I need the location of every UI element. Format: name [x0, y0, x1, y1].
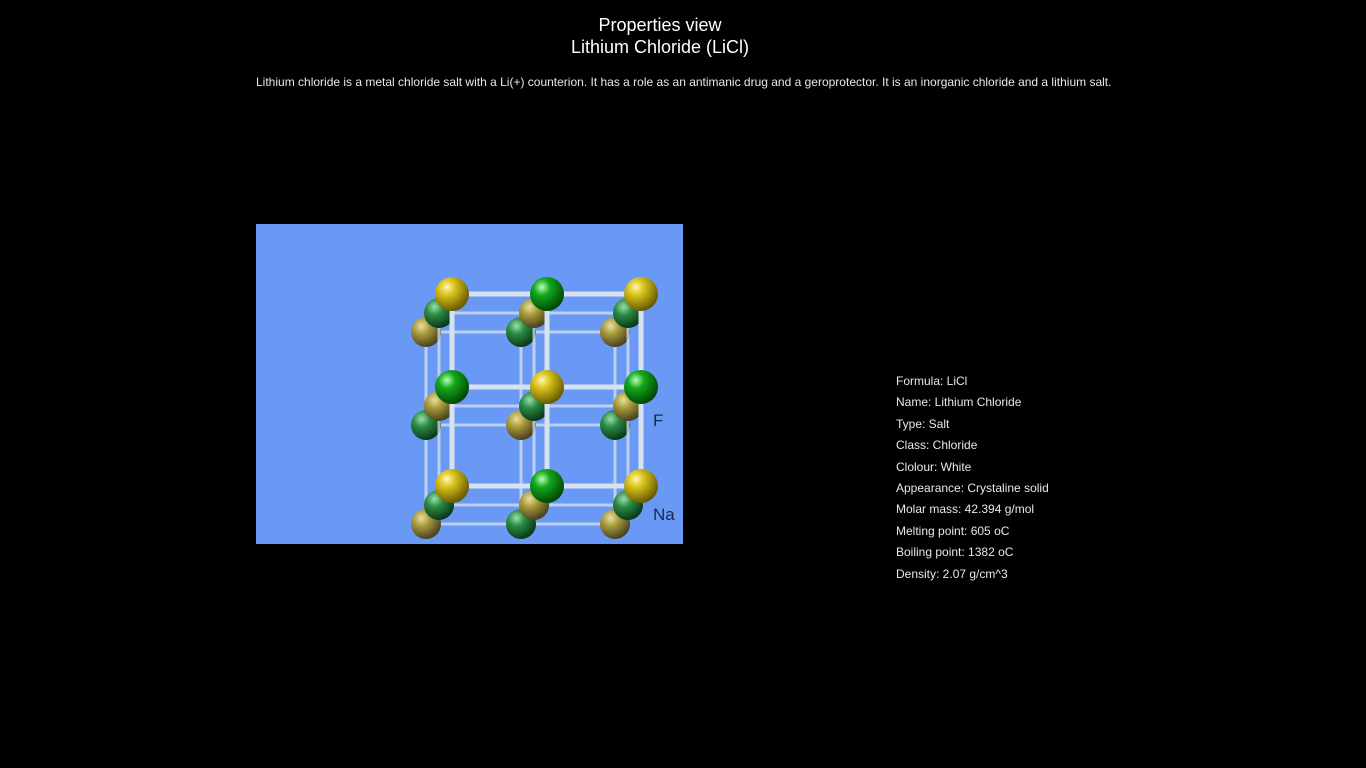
atom: [530, 469, 564, 503]
view-title: Properties view: [598, 15, 722, 35]
lattice-group: [411, 277, 658, 539]
atom: [530, 277, 564, 311]
crystal-model-viewer[interactable]: F Na: [256, 224, 683, 544]
property-boiling-point: Boiling point: 1382 oC: [896, 545, 1014, 560]
atom: [624, 370, 658, 404]
compound-title: Lithium Chloride (LiCl): [570, 37, 750, 57]
model-label-lower: Na: [653, 505, 675, 524]
atom: [435, 370, 469, 404]
property-colour: Clolour: White: [896, 459, 972, 474]
title-block: Properties view Lithium Chloride (LiCl): [0, 14, 1320, 58]
atom: [435, 277, 469, 311]
property-formula: Formula: LiCl: [896, 374, 968, 388]
property-density: Density: 2.07 g/cm^3: [896, 566, 1008, 581]
model-label-upper: F: [653, 411, 663, 430]
atom: [624, 277, 658, 311]
atom: [530, 370, 564, 404]
crystal-lattice-image: F Na: [411, 277, 675, 539]
property-type: Type: Salt: [896, 416, 950, 431]
property-melting-point: Melting point: 605 oC: [896, 523, 1010, 538]
property-molar-mass: Molar mass: 42.394 g/mol: [896, 502, 1035, 517]
property-appearance: Appearance: Crystaline solid: [896, 481, 1049, 496]
property-class: Class: Chloride: [896, 438, 978, 453]
properties-list: Formula: LiCl Name: Lithium Chloride Typ…: [896, 371, 1156, 585]
compound-description: Lithium chloride is a metal chloride sal…: [256, 75, 1112, 89]
atom: [624, 469, 658, 503]
atom: [435, 469, 469, 503]
property-name: Name: Lithium Chloride: [896, 395, 1022, 410]
